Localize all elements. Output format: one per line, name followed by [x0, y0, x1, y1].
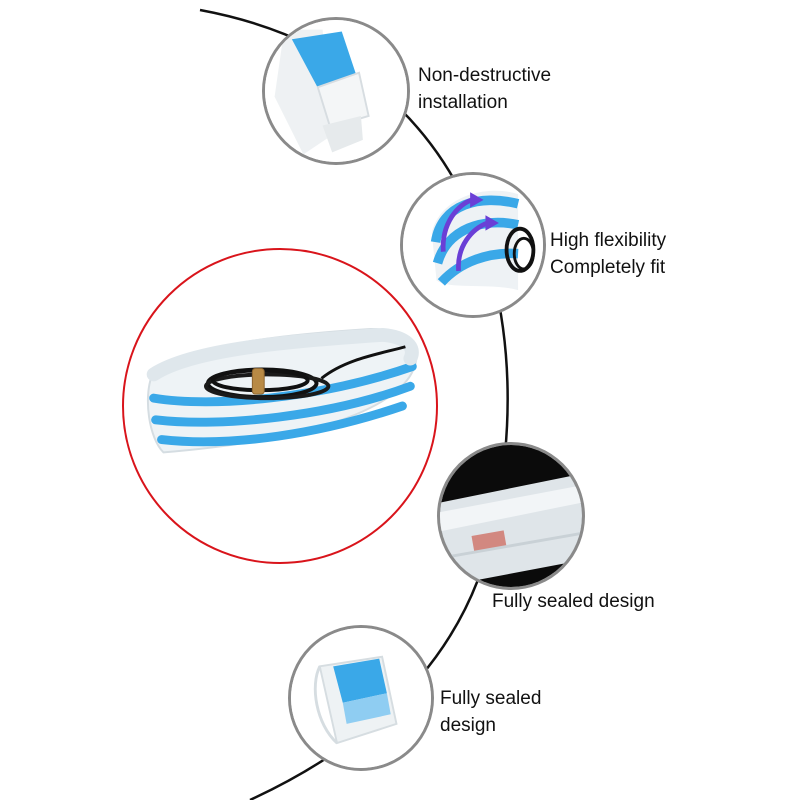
sealed-end-cap-icon — [291, 628, 431, 768]
feature-2-label: High flexibility Completely fit — [550, 230, 667, 278]
feature-4-bubble — [288, 625, 434, 771]
sealed-strip-closeup-icon — [440, 445, 582, 587]
feature-3-label: Fully sealed design — [492, 591, 655, 612]
led-strip-coil-image — [146, 327, 419, 454]
feature-4-label: Fully sealed design — [440, 688, 542, 736]
product-image-circle — [122, 248, 438, 564]
feature-2-bubble — [400, 172, 546, 318]
feature-3-bubble — [437, 442, 585, 590]
flexible-strip-arrows-icon — [403, 175, 543, 315]
feature-1-label: Non-destructive installation — [418, 65, 552, 113]
adhesive-tape-corner-icon — [265, 20, 407, 162]
feature-1-bubble — [262, 17, 410, 165]
